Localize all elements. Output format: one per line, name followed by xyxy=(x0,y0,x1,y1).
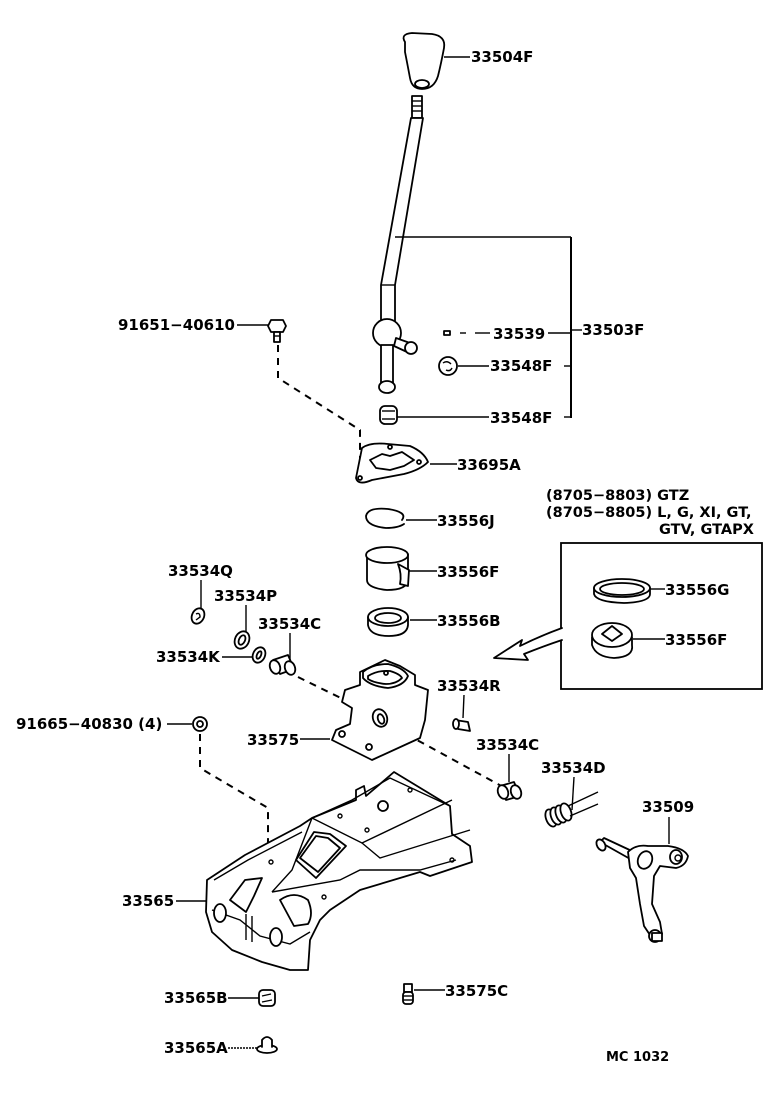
leader-line xyxy=(571,776,575,811)
assembly-dashed-line xyxy=(277,345,361,460)
part-label-bushing[interactable]: 33556F xyxy=(437,563,499,581)
ball-seat-upper-part[interactable] xyxy=(438,356,458,376)
part-label-alternate-bushing[interactable]: 33556F xyxy=(665,631,727,649)
part-label-spring[interactable]: 33534D xyxy=(541,759,606,777)
cover-plate-part[interactable] xyxy=(355,442,429,484)
part-label-cushion-a[interactable]: 33565A xyxy=(164,1039,228,1057)
shift-lever-arm-part[interactable] xyxy=(595,837,689,943)
cushion-b-part[interactable] xyxy=(258,989,276,1007)
collar-c-right-part[interactable] xyxy=(496,781,523,801)
washer-k-part[interactable] xyxy=(250,645,268,665)
nut-part[interactable] xyxy=(192,716,208,732)
variant-note-line-2: (8705−8805) L, G, XI, GT, xyxy=(546,505,752,521)
spring-part[interactable] xyxy=(543,791,599,828)
collar-c-left-part[interactable] xyxy=(268,654,297,676)
alternate-arrow-icon xyxy=(493,627,563,661)
part-label-ball-seat-upper[interactable]: 33548F xyxy=(490,357,552,375)
part-label-housing[interactable]: 33575 xyxy=(247,731,299,749)
base-part[interactable] xyxy=(205,771,473,971)
bolt-top-part[interactable] xyxy=(267,319,287,343)
part-label-cover-plate[interactable]: 33695A xyxy=(457,456,521,474)
leader-line xyxy=(462,694,465,719)
part-label-cushion-b[interactable]: 33565B xyxy=(164,989,228,1007)
bolt-c-part[interactable] xyxy=(402,983,414,1005)
diagram-code: MC 1032 xyxy=(606,1050,669,1065)
variant-note-line-3: GTV, GTAPX xyxy=(659,522,754,538)
part-label-snap-ring[interactable]: 33556J xyxy=(437,512,495,530)
pin-r-part[interactable] xyxy=(452,718,471,732)
washer-p-part[interactable] xyxy=(232,629,252,651)
part-label-ball-seat-lower[interactable]: 33548F xyxy=(490,409,552,427)
ball-seat-lower-part[interactable] xyxy=(379,405,398,425)
part-label-collar-c-right[interactable]: 33534C xyxy=(476,736,539,754)
alternate-bushing-part[interactable] xyxy=(591,622,634,659)
alternate-ring-part[interactable] xyxy=(593,578,651,604)
assembly-dashed-line xyxy=(394,727,506,789)
cushion-a-part[interactable] xyxy=(256,1036,278,1054)
part-label-alternate-ring[interactable]: 33556G xyxy=(665,581,730,599)
part-label-bolt-top[interactable]: 91651−40610 xyxy=(118,316,235,334)
shift-knob-part[interactable] xyxy=(402,32,446,90)
part-label-washer-p[interactable]: 33534P xyxy=(214,587,277,605)
snap-ring-part[interactable] xyxy=(365,507,405,529)
bushing-part[interactable] xyxy=(365,546,410,591)
seat-part[interactable] xyxy=(367,607,409,637)
part-label-seat[interactable]: 33556B xyxy=(437,612,501,630)
part-label-base[interactable]: 33565 xyxy=(122,892,174,910)
variant-note-line-1: (8705−8803) GTZ xyxy=(546,488,689,504)
alternate-parts-inset xyxy=(560,542,763,690)
part-label-pin-r[interactable]: 33534R xyxy=(437,677,501,695)
part-label-clip-q[interactable]: 33534Q xyxy=(168,562,233,580)
shift-lever-part[interactable] xyxy=(372,95,424,394)
part-label-pin[interactable]: 33539 xyxy=(493,325,545,343)
part-label-collar-c-left[interactable]: 33534C xyxy=(258,615,321,633)
assembly-dashed-line xyxy=(199,734,269,860)
part-label-knob[interactable]: 33504F xyxy=(471,48,533,66)
part-label-shift-lever-arm[interactable]: 33509 xyxy=(642,798,694,816)
pin-part[interactable] xyxy=(443,330,451,336)
part-label-lever-assembly[interactable]: 33503F xyxy=(582,321,644,339)
part-label-washer-k[interactable]: 33534K xyxy=(156,648,221,666)
part-label-bolt-c[interactable]: 33575C xyxy=(445,982,508,1000)
housing-part[interactable] xyxy=(331,659,429,761)
clip-q-part[interactable] xyxy=(189,606,207,626)
part-label-nut[interactable]: 91665−40830 (4) xyxy=(16,715,162,733)
